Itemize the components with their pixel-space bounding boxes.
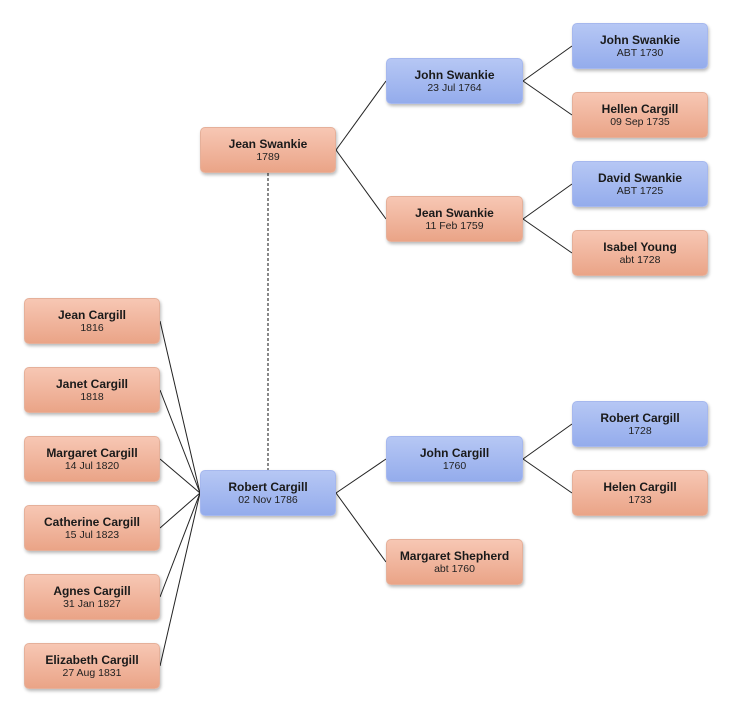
person-date: 31 Jan 1827 xyxy=(63,597,121,610)
person-date: 1789 xyxy=(256,150,280,163)
child-link xyxy=(159,492,201,529)
person-date: 1760 xyxy=(442,459,467,472)
parent-link xyxy=(335,492,387,563)
person-john-swankie-1730[interactable]: John Swankie ABT 1730 xyxy=(572,23,708,69)
person-date: 14 Jul 1820 xyxy=(64,459,120,472)
child-jean-cargill[interactable]: Jean Cargill 1816 xyxy=(24,298,160,344)
person-name: Margaret Cargill xyxy=(46,445,138,460)
person-helen-cargill-1733[interactable]: Helen Cargill 1733 xyxy=(572,470,708,516)
parent-link xyxy=(522,423,573,460)
person-margaret-shepherd[interactable]: Margaret Shepherd abt 1760 xyxy=(386,539,523,585)
person-date: ABT 1725 xyxy=(616,184,664,197)
person-name: Jean Swankie xyxy=(228,136,308,151)
person-name: Agnes Cargill xyxy=(53,583,131,598)
person-date: 1733 xyxy=(628,493,652,506)
person-date: abt 1760 xyxy=(434,562,475,575)
person-name: Janet Cargill xyxy=(55,376,129,391)
person-robert-cargill-1728[interactable]: Robert Cargill 1728 xyxy=(572,401,708,447)
person-name: Robert Cargill xyxy=(228,479,308,494)
parent-link xyxy=(522,218,573,254)
parent-link xyxy=(335,149,387,220)
child-elizabeth-cargill[interactable]: Elizabeth Cargill 27 Aug 1831 xyxy=(24,643,160,689)
person-john-swankie-1764[interactable]: John Swankie 23 Jul 1764 xyxy=(386,58,523,104)
child-janet-cargill[interactable]: Janet Cargill 1818 xyxy=(24,367,160,413)
person-name: Jean Swankie xyxy=(415,205,494,220)
child-margaret-cargill[interactable]: Margaret Cargill 14 Jul 1820 xyxy=(24,436,160,482)
child-catherine-cargill[interactable]: Catherine Cargill 15 Jul 1823 xyxy=(24,505,160,551)
person-date: 02 Nov 1786 xyxy=(238,493,298,506)
person-name: Catherine Cargill xyxy=(43,514,141,529)
person-date: 11 Feb 1759 xyxy=(425,219,484,232)
parent-link xyxy=(522,458,573,494)
person-name: Isabel Young xyxy=(603,239,677,254)
parent-link xyxy=(522,45,573,82)
person-name: John Cargill xyxy=(419,445,490,460)
parent-link xyxy=(335,458,387,494)
person-john-cargill[interactable]: John Cargill 1760 xyxy=(386,436,523,482)
person-name: David Swankie xyxy=(597,170,683,185)
person-name: Hellen Cargill xyxy=(601,101,679,116)
child-link xyxy=(159,492,201,598)
child-link xyxy=(159,458,201,494)
person-name: Helen Cargill xyxy=(603,479,677,494)
child-link xyxy=(159,389,201,494)
person-date: 27 Aug 1831 xyxy=(62,666,122,679)
person-name: Jean Cargill xyxy=(57,307,127,322)
parent-link xyxy=(522,80,573,116)
person-date: 23 Jul 1764 xyxy=(427,81,482,94)
person-date: abt 1728 xyxy=(619,253,661,266)
person-hellen-cargill[interactable]: Hellen Cargill 09 Sep 1735 xyxy=(572,92,708,138)
person-robert-cargill[interactable]: Robert Cargill 02 Nov 1786 xyxy=(200,470,336,516)
person-date: 09 Sep 1735 xyxy=(610,115,670,128)
child-link xyxy=(159,492,201,667)
person-name: John Swankie xyxy=(414,67,495,82)
parent-link xyxy=(335,80,387,151)
person-date: 1728 xyxy=(628,424,652,437)
person-name: John Swankie xyxy=(599,32,681,47)
person-jean-swankie-1789[interactable]: Jean Swankie 1789 xyxy=(200,127,336,173)
person-name: Elizabeth Cargill xyxy=(45,652,139,667)
person-david-swankie[interactable]: David Swankie ABT 1725 xyxy=(572,161,708,207)
person-date: 1818 xyxy=(80,390,104,403)
person-date: 1816 xyxy=(80,321,104,334)
person-jean-swankie-1759[interactable]: Jean Swankie 11 Feb 1759 xyxy=(386,196,523,242)
child-agnes-cargill[interactable]: Agnes Cargill 31 Jan 1827 xyxy=(24,574,160,620)
person-date: ABT 1730 xyxy=(616,46,664,59)
person-name: Margaret Shepherd xyxy=(399,548,510,563)
person-isabel-young[interactable]: Isabel Young abt 1728 xyxy=(572,230,708,276)
person-name: Robert Cargill xyxy=(600,410,680,425)
person-date: 15 Jul 1823 xyxy=(64,528,120,541)
parent-link xyxy=(522,183,573,220)
child-link xyxy=(159,320,201,494)
